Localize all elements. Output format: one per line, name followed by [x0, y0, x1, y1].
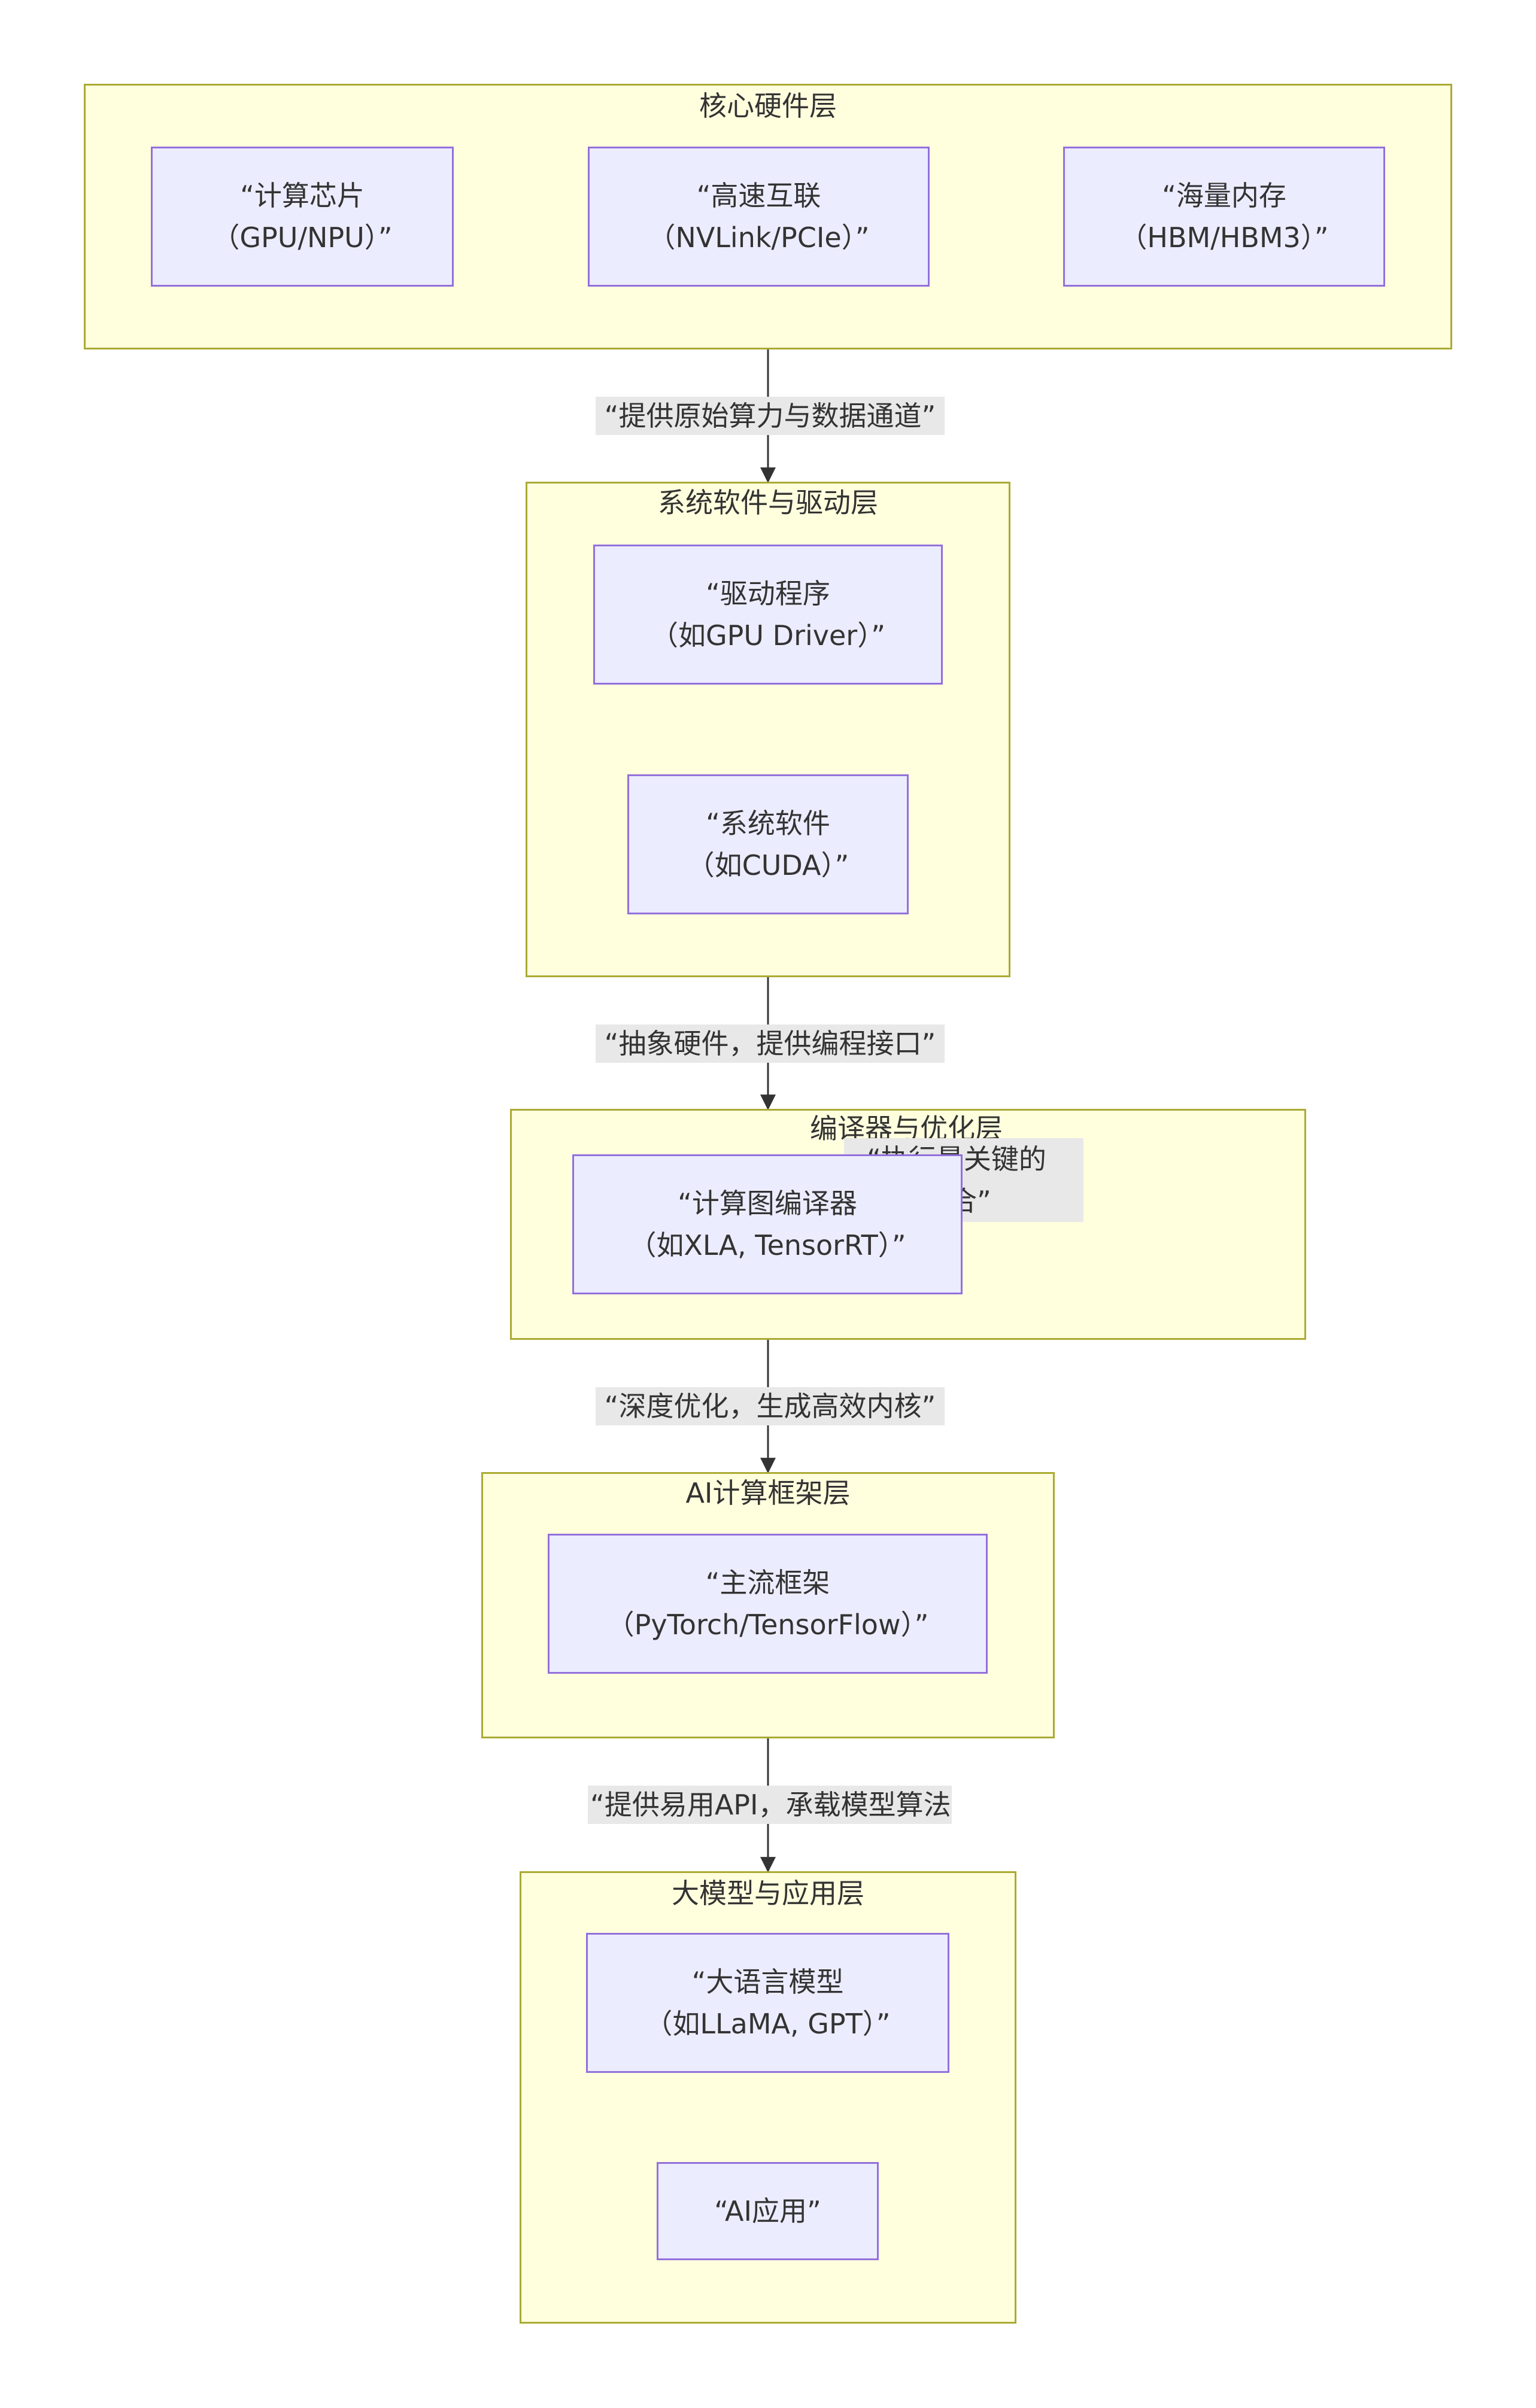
node-label-line2: （GPU/NPU）”	[212, 221, 393, 254]
node-graph-compiler[interactable]: “计算图编译器 （如XLA, TensorRT）”	[572, 1154, 963, 1294]
node-label-line1: “计算图编译器	[678, 1187, 857, 1220]
node-label-line1: “系统软件	[706, 807, 830, 840]
node-label-line2: （PyTorch/TensorFlow）”	[606, 1609, 929, 1641]
cluster-title: AI计算框架层	[685, 1477, 851, 1509]
node-label-line2: （NVLink/PCIe）”	[648, 221, 870, 254]
node-compute-chip[interactable]: “计算芯片 （GPU/NPU）”	[151, 147, 454, 287]
node-large-language-model[interactable]: “大语言模型 （如LLaMA, GPT）”	[586, 1933, 949, 2073]
node-label-line1: “计算芯片	[240, 180, 365, 212]
edge-label-compiler-to-framework: “深度优化，生成高效内核”	[596, 1387, 945, 1425]
edge-label-framework-to-app: “提供易用API，承载模型算法”	[588, 1786, 952, 1824]
node-label-line1: “海量内存	[1162, 180, 1286, 212]
node-label-line2: （如LLaMA, GPT）”	[645, 2008, 891, 2040]
node-label-line1: “大语言模型	[691, 1966, 844, 1998]
node-interconnect[interactable]: “高速互联 （NVLink/PCIe）”	[588, 147, 930, 287]
cluster-title: 系统软件与驱动层	[658, 487, 878, 519]
node-label-line2: （如GPU Driver）”	[650, 619, 886, 652]
node-mainstream-framework[interactable]: “主流框架 （PyTorch/TensorFlow）”	[548, 1534, 988, 1674]
cluster-title: 大模型与应用层	[672, 1877, 864, 1910]
edge-label-hw-to-sys: “提供原始算力与数据通道”	[596, 397, 945, 435]
node-label-line2: （如XLA, TensorRT）”	[629, 1229, 906, 1261]
node-label-line1: “主流框架	[705, 1567, 830, 1599]
node-ai-application[interactable]: “AI应用”	[657, 2162, 879, 2260]
node-memory[interactable]: “海量内存 （HBM/HBM3）”	[1063, 147, 1385, 287]
node-label-line2: （如CUDA）”	[687, 849, 849, 881]
node-label-line2: （HBM/HBM3）”	[1119, 221, 1329, 254]
node-label-line1: “驱动程序	[706, 577, 830, 610]
node-system-software[interactable]: “系统软件 （如CUDA）”	[627, 774, 909, 914]
edge-label-sys-to-compiler: “抽象硬件，提供编程接口”	[596, 1024, 945, 1063]
cluster-title: 核心硬件层	[699, 90, 837, 122]
node-driver[interactable]: “驱动程序 （如GPU Driver）”	[593, 545, 943, 685]
node-label-line1: “高速互联	[696, 180, 821, 212]
node-label-line1: “AI应用”	[714, 2195, 821, 2227]
